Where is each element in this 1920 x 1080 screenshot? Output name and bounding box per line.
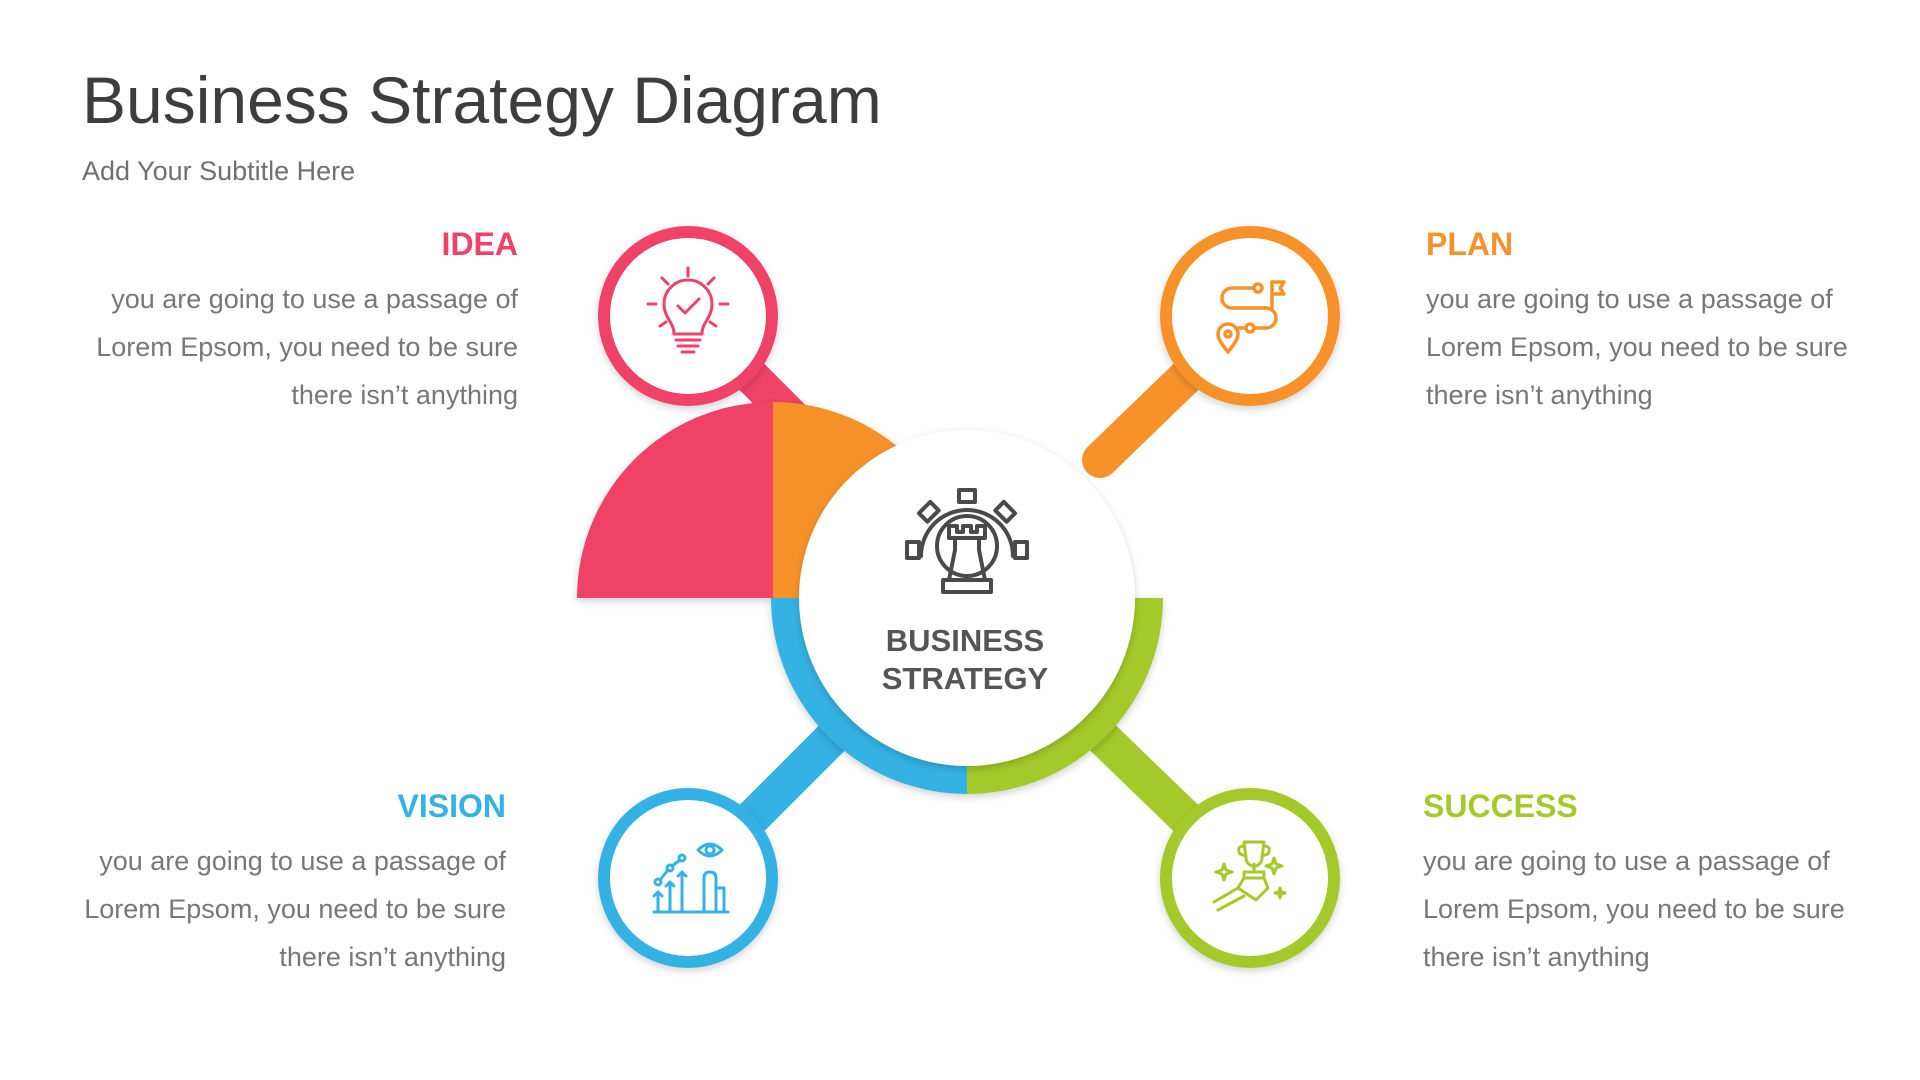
plan-line-2: Lorem Epsom, you need to be sure <box>1426 332 1848 362</box>
success-line-1: you are going to use a passage of <box>1423 846 1830 876</box>
vision-line-3: there isn’t anything <box>279 942 506 972</box>
success-line-3: there isn’t anything <box>1423 942 1650 972</box>
vision-block: VISION you are going to use a passage of… <box>46 788 506 981</box>
success-block: SUCCESS you are going to use a passage o… <box>1423 788 1883 981</box>
node-success <box>1160 788 1340 968</box>
node-idea <box>598 226 778 406</box>
chess-rook-gear-icon <box>905 488 1029 594</box>
ring-quadrant-idea <box>577 402 773 598</box>
idea-heading: IDEA <box>441 226 518 262</box>
success-description: you are going to use a passage of Lorem … <box>1423 837 1883 981</box>
node-plan <box>1160 226 1340 406</box>
center-label-line2: STRATEGY <box>881 661 1049 696</box>
vision-line-2: Lorem Epsom, you need to be sure <box>84 894 506 924</box>
vision-heading: VISION <box>397 788 506 824</box>
center-label-line1: BUSINESS <box>885 623 1045 658</box>
success-line-2: Lorem Epsom, you need to be sure <box>1423 894 1845 924</box>
page-subtitle: Add Your Subtitle Here <box>82 156 356 186</box>
vision-description: you are going to use a passage of Lorem … <box>46 837 506 981</box>
node-vision <box>598 788 778 968</box>
plan-heading: PLAN <box>1426 226 1514 262</box>
plan-line-3: there isn’t anything <box>1426 380 1653 410</box>
idea-block: IDEA you are going to use a passage of L… <box>58 226 518 419</box>
plan-block: PLAN you are going to use a passage of L… <box>1426 226 1886 419</box>
center-disc <box>799 430 1135 766</box>
page-title: Business Strategy Diagram <box>82 63 882 137</box>
plan-description: you are going to use a passage of Lorem … <box>1426 275 1886 419</box>
trophy-hand-icon <box>1212 840 1287 912</box>
idea-line-3: there isn’t anything <box>291 380 518 410</box>
plan-line-1: you are going to use a passage of <box>1426 284 1833 314</box>
success-heading: SUCCESS <box>1423 788 1578 824</box>
idea-line-2: Lorem Epsom, you need to be sure <box>96 332 518 362</box>
lightbulb-check-icon <box>646 266 730 354</box>
eye-growth-icon <box>652 842 730 914</box>
idea-description: you are going to use a passage of Lorem … <box>58 275 518 419</box>
idea-line-1: you are going to use a passage of <box>111 284 518 314</box>
route-flag-icon <box>1216 280 1286 354</box>
center-label: BUSINESS STRATEGY <box>835 622 1095 698</box>
vision-line-1: you are going to use a passage of <box>99 846 506 876</box>
